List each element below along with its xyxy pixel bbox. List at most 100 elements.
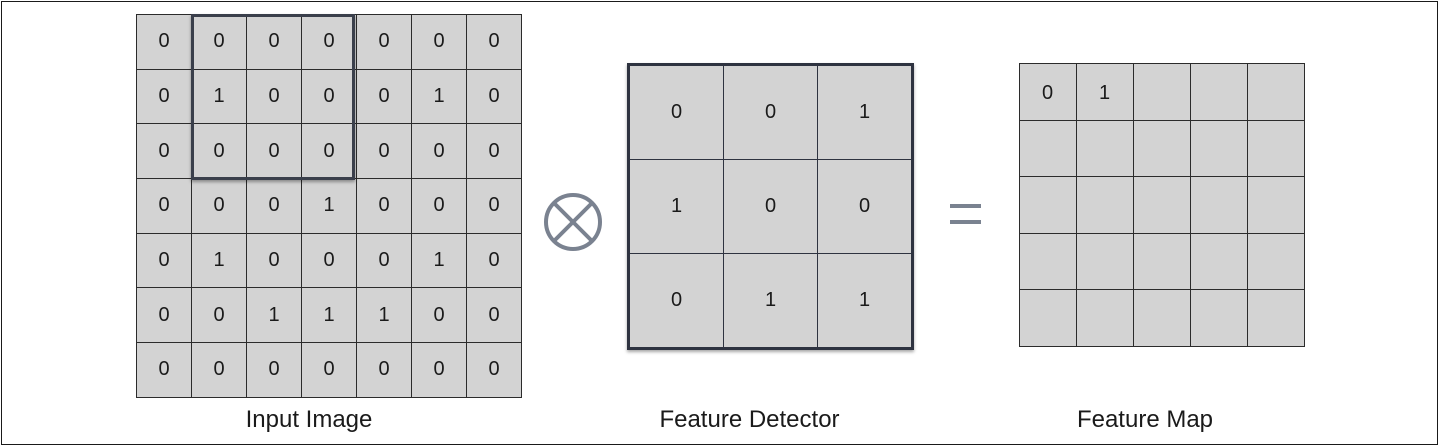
- cell-value: [1077, 177, 1099, 195]
- grid-cell: [1076, 176, 1134, 234]
- cell-value: [1077, 234, 1099, 252]
- grid-row: [1019, 176, 1305, 234]
- cell-value: [1248, 177, 1270, 195]
- grid-cell: 0: [246, 68, 302, 125]
- grid-cell: 0: [136, 232, 192, 289]
- grid-cell: 1: [411, 68, 467, 125]
- grid-cell: [1133, 119, 1191, 177]
- grid-cell: [1133, 63, 1191, 121]
- grid-cell: 0: [628, 253, 724, 349]
- cell-value: [1134, 64, 1156, 82]
- cell-value: [1077, 290, 1099, 308]
- grid-cell: 1: [356, 287, 412, 344]
- grid-cell: 0: [356, 68, 412, 125]
- grid-cell: 0: [246, 178, 302, 234]
- grid-cell: 0: [191, 123, 247, 180]
- cell-value: [1191, 64, 1213, 82]
- grid-cell: [1076, 119, 1134, 177]
- cell-value: [1020, 290, 1042, 308]
- grid-cell: 1: [817, 64, 913, 160]
- grid-cell: 0: [136, 68, 192, 125]
- grid-cell: 1: [1076, 63, 1134, 121]
- grid-row: [1019, 232, 1305, 290]
- grid-cell: 0: [246, 232, 302, 289]
- grid-cell: [1019, 119, 1077, 177]
- grid-cell: 1: [191, 232, 247, 289]
- grid-cell: [1247, 232, 1305, 290]
- grid-cell: [1019, 176, 1077, 234]
- cell-value: [1134, 234, 1156, 252]
- cell-value: [1020, 121, 1042, 139]
- grid-cell: 0: [466, 123, 522, 180]
- grid-cell: [1247, 289, 1305, 347]
- grid-cell: [1133, 232, 1191, 290]
- grid-cell: 0: [723, 159, 818, 254]
- grid-cell: 0: [191, 178, 247, 234]
- cell-value: [1077, 121, 1099, 139]
- grid-cell: 0: [411, 287, 467, 344]
- grid-cell: 0: [136, 14, 192, 70]
- grid-cell: 1: [191, 68, 247, 125]
- cell-value: [1191, 290, 1213, 308]
- cell-value: [1134, 177, 1156, 195]
- grid-cell: 0: [466, 287, 522, 344]
- grid-cell: 0: [628, 64, 724, 160]
- grid-cell: 0: [723, 64, 818, 160]
- grid-cell: 0: [356, 178, 412, 234]
- grid-cell: 0: [411, 123, 467, 180]
- grid-cell: 1: [301, 287, 357, 344]
- cell-value: [1020, 234, 1042, 252]
- grid-cell: [1019, 232, 1077, 290]
- grid-cell: 0: [246, 123, 302, 180]
- grid-cell: 0: [301, 68, 357, 125]
- grid-cell: 0: [466, 178, 522, 234]
- grid-cell: 0: [356, 14, 412, 70]
- grid-row: [1019, 289, 1305, 347]
- grid-cell: [1190, 232, 1248, 290]
- grid-cell: 1: [411, 232, 467, 289]
- grid-cell: 0: [301, 123, 357, 180]
- grid-cell: 0: [191, 287, 247, 344]
- grid-cell: 0: [301, 232, 357, 289]
- grid-cell: 0: [301, 342, 357, 398]
- equals-icon: [950, 204, 981, 224]
- cell-value: [1191, 177, 1213, 195]
- feature-map-caption: Feature Map: [1076, 406, 1214, 433]
- cell-value: 1: [1099, 82, 1111, 104]
- grid-cell: [1190, 63, 1248, 121]
- grid-cell: [1190, 119, 1248, 177]
- grid-cell: [1019, 289, 1077, 347]
- grid-cell: 0: [466, 68, 522, 125]
- cell-value: [1134, 290, 1156, 308]
- grid-cell: 0: [136, 287, 192, 344]
- grid-cell: [1190, 289, 1248, 347]
- grid-cell: 0: [411, 178, 467, 234]
- grid-cell: 1: [301, 178, 357, 234]
- grid-cell: 0: [356, 232, 412, 289]
- grid-cell: [1133, 289, 1191, 347]
- grid-cell: 0: [191, 342, 247, 398]
- circled-times-icon: [544, 193, 602, 251]
- grid-cell: [1247, 176, 1305, 234]
- grid-cell: [1076, 232, 1134, 290]
- grid-cell: 0: [466, 232, 522, 289]
- grid-cell: 0: [136, 123, 192, 180]
- grid-cell: [1247, 119, 1305, 177]
- cell-value: [1248, 64, 1270, 82]
- grid-cell: 0: [817, 159, 913, 254]
- feature-detector-caption: Feature Detector: [659, 406, 840, 433]
- grid-cell: 0: [1019, 63, 1077, 121]
- grid-cell: 0: [136, 178, 192, 234]
